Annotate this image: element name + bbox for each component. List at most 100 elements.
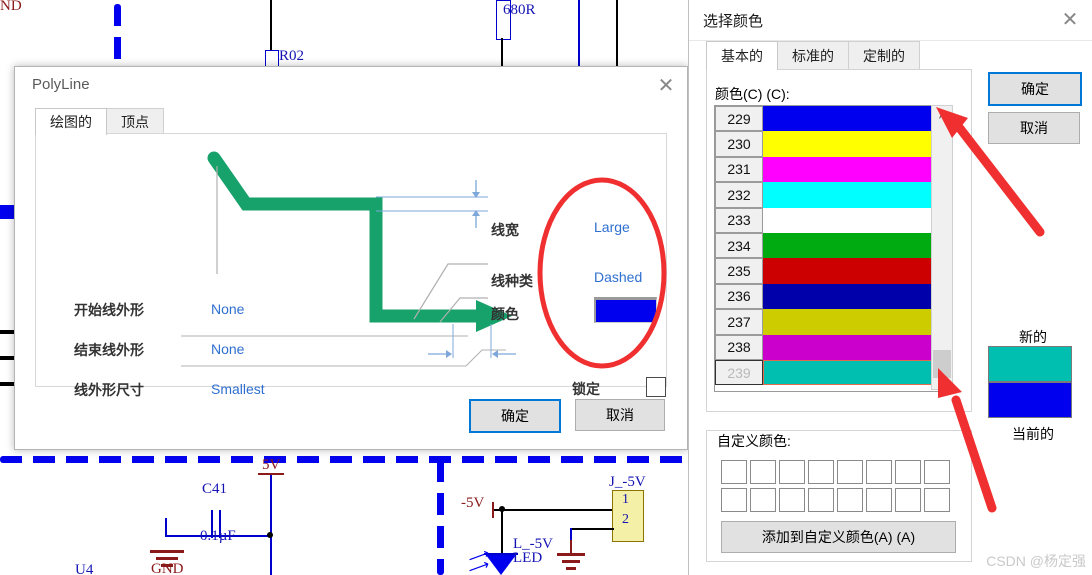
close-icon[interactable]: ✕ <box>657 75 675 97</box>
field-value-start-shape[interactable]: None <box>211 301 245 317</box>
field-label-lock: 锁定 <box>572 381 600 397</box>
polyline-cancel-button[interactable]: 取消 <box>575 399 665 431</box>
color-row[interactable]: 236 <box>715 283 943 310</box>
custom-colors-grid[interactable] <box>721 460 953 516</box>
color-row-index: 239 <box>715 359 763 386</box>
color-row[interactable]: 231 <box>715 156 943 183</box>
field-value-line-type[interactable]: Dashed <box>594 269 643 285</box>
color-row-swatch[interactable] <box>763 258 943 284</box>
connector-pin-label: 1 <box>622 492 629 507</box>
color-row-index: 236 <box>715 283 763 310</box>
field-value-color-swatch[interactable] <box>594 297 657 323</box>
custom-color-swatch[interactable] <box>721 460 747 484</box>
schematic-wire <box>501 509 503 555</box>
tab-basic[interactable]: 基本的 <box>706 41 778 70</box>
schematic-wire <box>270 475 272 575</box>
color-row[interactable]: 237 <box>715 309 943 335</box>
schematic-label: R02 <box>279 48 305 64</box>
custom-color-swatch[interactable] <box>895 460 921 484</box>
custom-color-swatch[interactable] <box>808 488 834 512</box>
color-row-index: 237 <box>715 309 763 335</box>
schematic-wire <box>616 0 618 72</box>
preview-new-label: 新的 <box>1019 329 1047 345</box>
scroll-up-icon[interactable]: ˄ <box>938 109 946 123</box>
field-value-line-width[interactable]: Large <box>594 219 630 235</box>
color-row-swatch[interactable] <box>763 334 943 360</box>
custom-color-swatch[interactable] <box>779 488 805 512</box>
schematic-label: C41 <box>202 481 228 497</box>
color-row[interactable]: 238 <box>715 334 943 360</box>
schematic-label: -5V <box>461 495 485 511</box>
tab-vertices[interactable]: 顶点 <box>106 108 164 135</box>
custom-color-swatch[interactable] <box>750 460 776 484</box>
schematic-label: L_-5V <box>513 536 553 552</box>
custom-color-swatch[interactable] <box>837 460 863 484</box>
field-value-end-shape[interactable]: None <box>211 341 245 357</box>
custom-color-swatch[interactable] <box>721 488 747 512</box>
schematic-label: 0.1µF <box>200 528 236 544</box>
schematic-label: J_-5V <box>609 474 646 490</box>
tab-custom[interactable]: 定制的 <box>848 41 920 70</box>
color-row-swatch[interactable] <box>763 106 943 132</box>
tab-standard[interactable]: 标准的 <box>777 41 849 70</box>
color-row-swatch[interactable] <box>763 182 943 208</box>
connector-pin-label: 2 <box>622 512 629 527</box>
color-row-swatch[interactable] <box>763 309 943 335</box>
custom-color-swatch[interactable] <box>779 460 805 484</box>
field-label-end-shape: 结束线外形 <box>74 342 144 358</box>
custom-color-swatch[interactable] <box>895 488 921 512</box>
custom-color-swatch[interactable] <box>924 488 950 512</box>
color-dialog-titlebar: 选择颜色 ✕ <box>689 0 1092 41</box>
custom-color-swatch[interactable] <box>837 488 863 512</box>
color-dialog-title: 选择颜色 <box>703 13 764 30</box>
polyline-preview-graphic <box>181 151 516 367</box>
schematic-edge-mark <box>0 205 16 219</box>
custom-color-swatch[interactable] <box>866 488 892 512</box>
color-row-swatch[interactable] <box>763 283 943 310</box>
color-list-scrollbar[interactable]: ˄ ˅ <box>931 105 953 390</box>
watermark: CSDN @杨定强 <box>986 553 1086 569</box>
schematic-label: LED <box>513 550 543 566</box>
preview-current-label: 当前的 <box>1012 426 1054 442</box>
color-row[interactable]: 239 <box>715 359 943 386</box>
color-dialog-ok-button[interactable]: 确定 <box>988 72 1082 106</box>
resistor-680r <box>496 0 511 40</box>
schematic-label: ND <box>0 0 22 14</box>
schematic-wire <box>570 540 572 554</box>
close-icon[interactable]: ✕ <box>1061 9 1079 31</box>
schematic-label: GND <box>151 561 184 575</box>
color-row-index: 235 <box>715 258 763 284</box>
ground-bar <box>161 564 173 567</box>
color-row-swatch[interactable] <box>763 207 943 233</box>
color-row-swatch[interactable] <box>763 156 943 183</box>
color-row[interactable]: 229 <box>715 106 943 132</box>
scroll-down-icon[interactable]: ˅ <box>938 372 946 386</box>
color-row-swatch[interactable] <box>763 232 943 259</box>
color-row[interactable]: 230 <box>715 131 943 157</box>
lock-checkbox[interactable] <box>646 377 666 397</box>
field-label-line-type: 线种类 <box>491 273 533 289</box>
color-row-swatch[interactable] <box>763 131 943 157</box>
custom-color-swatch[interactable] <box>750 488 776 512</box>
color-row-swatch[interactable] <box>763 359 943 386</box>
color-row[interactable]: 233 <box>715 207 943 233</box>
color-dialog-cancel-button[interactable]: 取消 <box>988 112 1080 144</box>
polyline-dialog-titlebar: PolyLine ✕ <box>15 67 687 105</box>
color-row[interactable]: 232 <box>715 182 943 208</box>
custom-color-swatch[interactable] <box>866 460 892 484</box>
ground-bar <box>156 557 178 560</box>
tab-drawing[interactable]: 绘图的 <box>35 108 107 135</box>
color-row[interactable]: 235 <box>715 258 943 284</box>
field-value-shape-size[interactable]: Smallest <box>211 381 265 397</box>
color-row[interactable]: 234 <box>715 232 943 259</box>
custom-color-swatch[interactable] <box>924 460 950 484</box>
color-row-index: 233 <box>715 207 763 233</box>
polyline-ok-button[interactable]: 确定 <box>469 399 561 433</box>
polyline-dialog: PolyLine ✕ 绘图的 顶点 <box>14 66 688 450</box>
add-to-custom-colors-button[interactable]: 添加到自定义颜色(A) (A) <box>721 521 956 553</box>
schematic-wire <box>258 473 284 475</box>
custom-color-swatch[interactable] <box>808 460 834 484</box>
ground-bar <box>150 550 184 553</box>
